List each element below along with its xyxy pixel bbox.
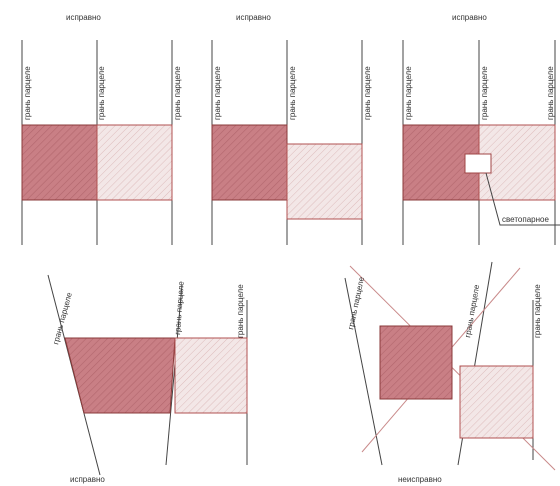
gap-box [464,153,492,174]
edge-label: грань парцеле [173,280,186,335]
parcel-dark [379,325,453,400]
boundary-line [344,277,383,466]
panel-top-right: исправно светопарное грань парцеле грань… [402,13,560,245]
gap-label: светопарное [502,215,549,224]
edge-label: грань парцеле [463,283,481,338]
caption-top-left: исправно [66,13,101,22]
parcel-light [174,337,248,414]
parcel-light [459,365,534,439]
edge-label: грань парцеле [404,66,413,120]
edge-label: грань парцеле [213,66,222,120]
caption-top-middle: исправно [236,13,271,22]
gap-leader-line [485,172,560,226]
panel-bottom-left: исправно грань парцеле грань парцеле гра… [47,274,248,484]
caption-bottom-right: неисправно [398,475,442,484]
edge-label: грань парцеле [546,66,555,120]
caption-bottom-left: исправно [70,475,105,484]
parcel-dark [211,124,288,201]
edge-label: грань парцеле [173,66,182,120]
panel-top-middle: исправно грань парцеле грань парцеле гра… [211,13,372,245]
edge-label: грань парцеле [480,66,489,120]
edge-label: грань парцеле [97,66,106,120]
edge-label: грань парцеле [23,66,32,120]
edge-label: грань парцеле [346,276,366,331]
panel-top-left: исправно грань парцеле грань парцеле гра… [21,13,182,245]
panel-bottom-right: неисправно грань парцеле грань парцеле г… [344,261,556,484]
parcel-light [286,143,363,220]
edge-label: грань парцеле [363,66,372,120]
edge-label: грань парцеле [533,284,542,338]
boundary-line [165,284,183,466]
edge-label: грань парцеле [288,66,297,120]
parcel-light [96,124,173,201]
parcel-dark [21,124,98,201]
parcel-dark [64,337,176,414]
parcel-light [478,124,556,201]
caption-top-right: исправно [452,13,487,22]
edge-label: грань парцеле [236,284,245,338]
